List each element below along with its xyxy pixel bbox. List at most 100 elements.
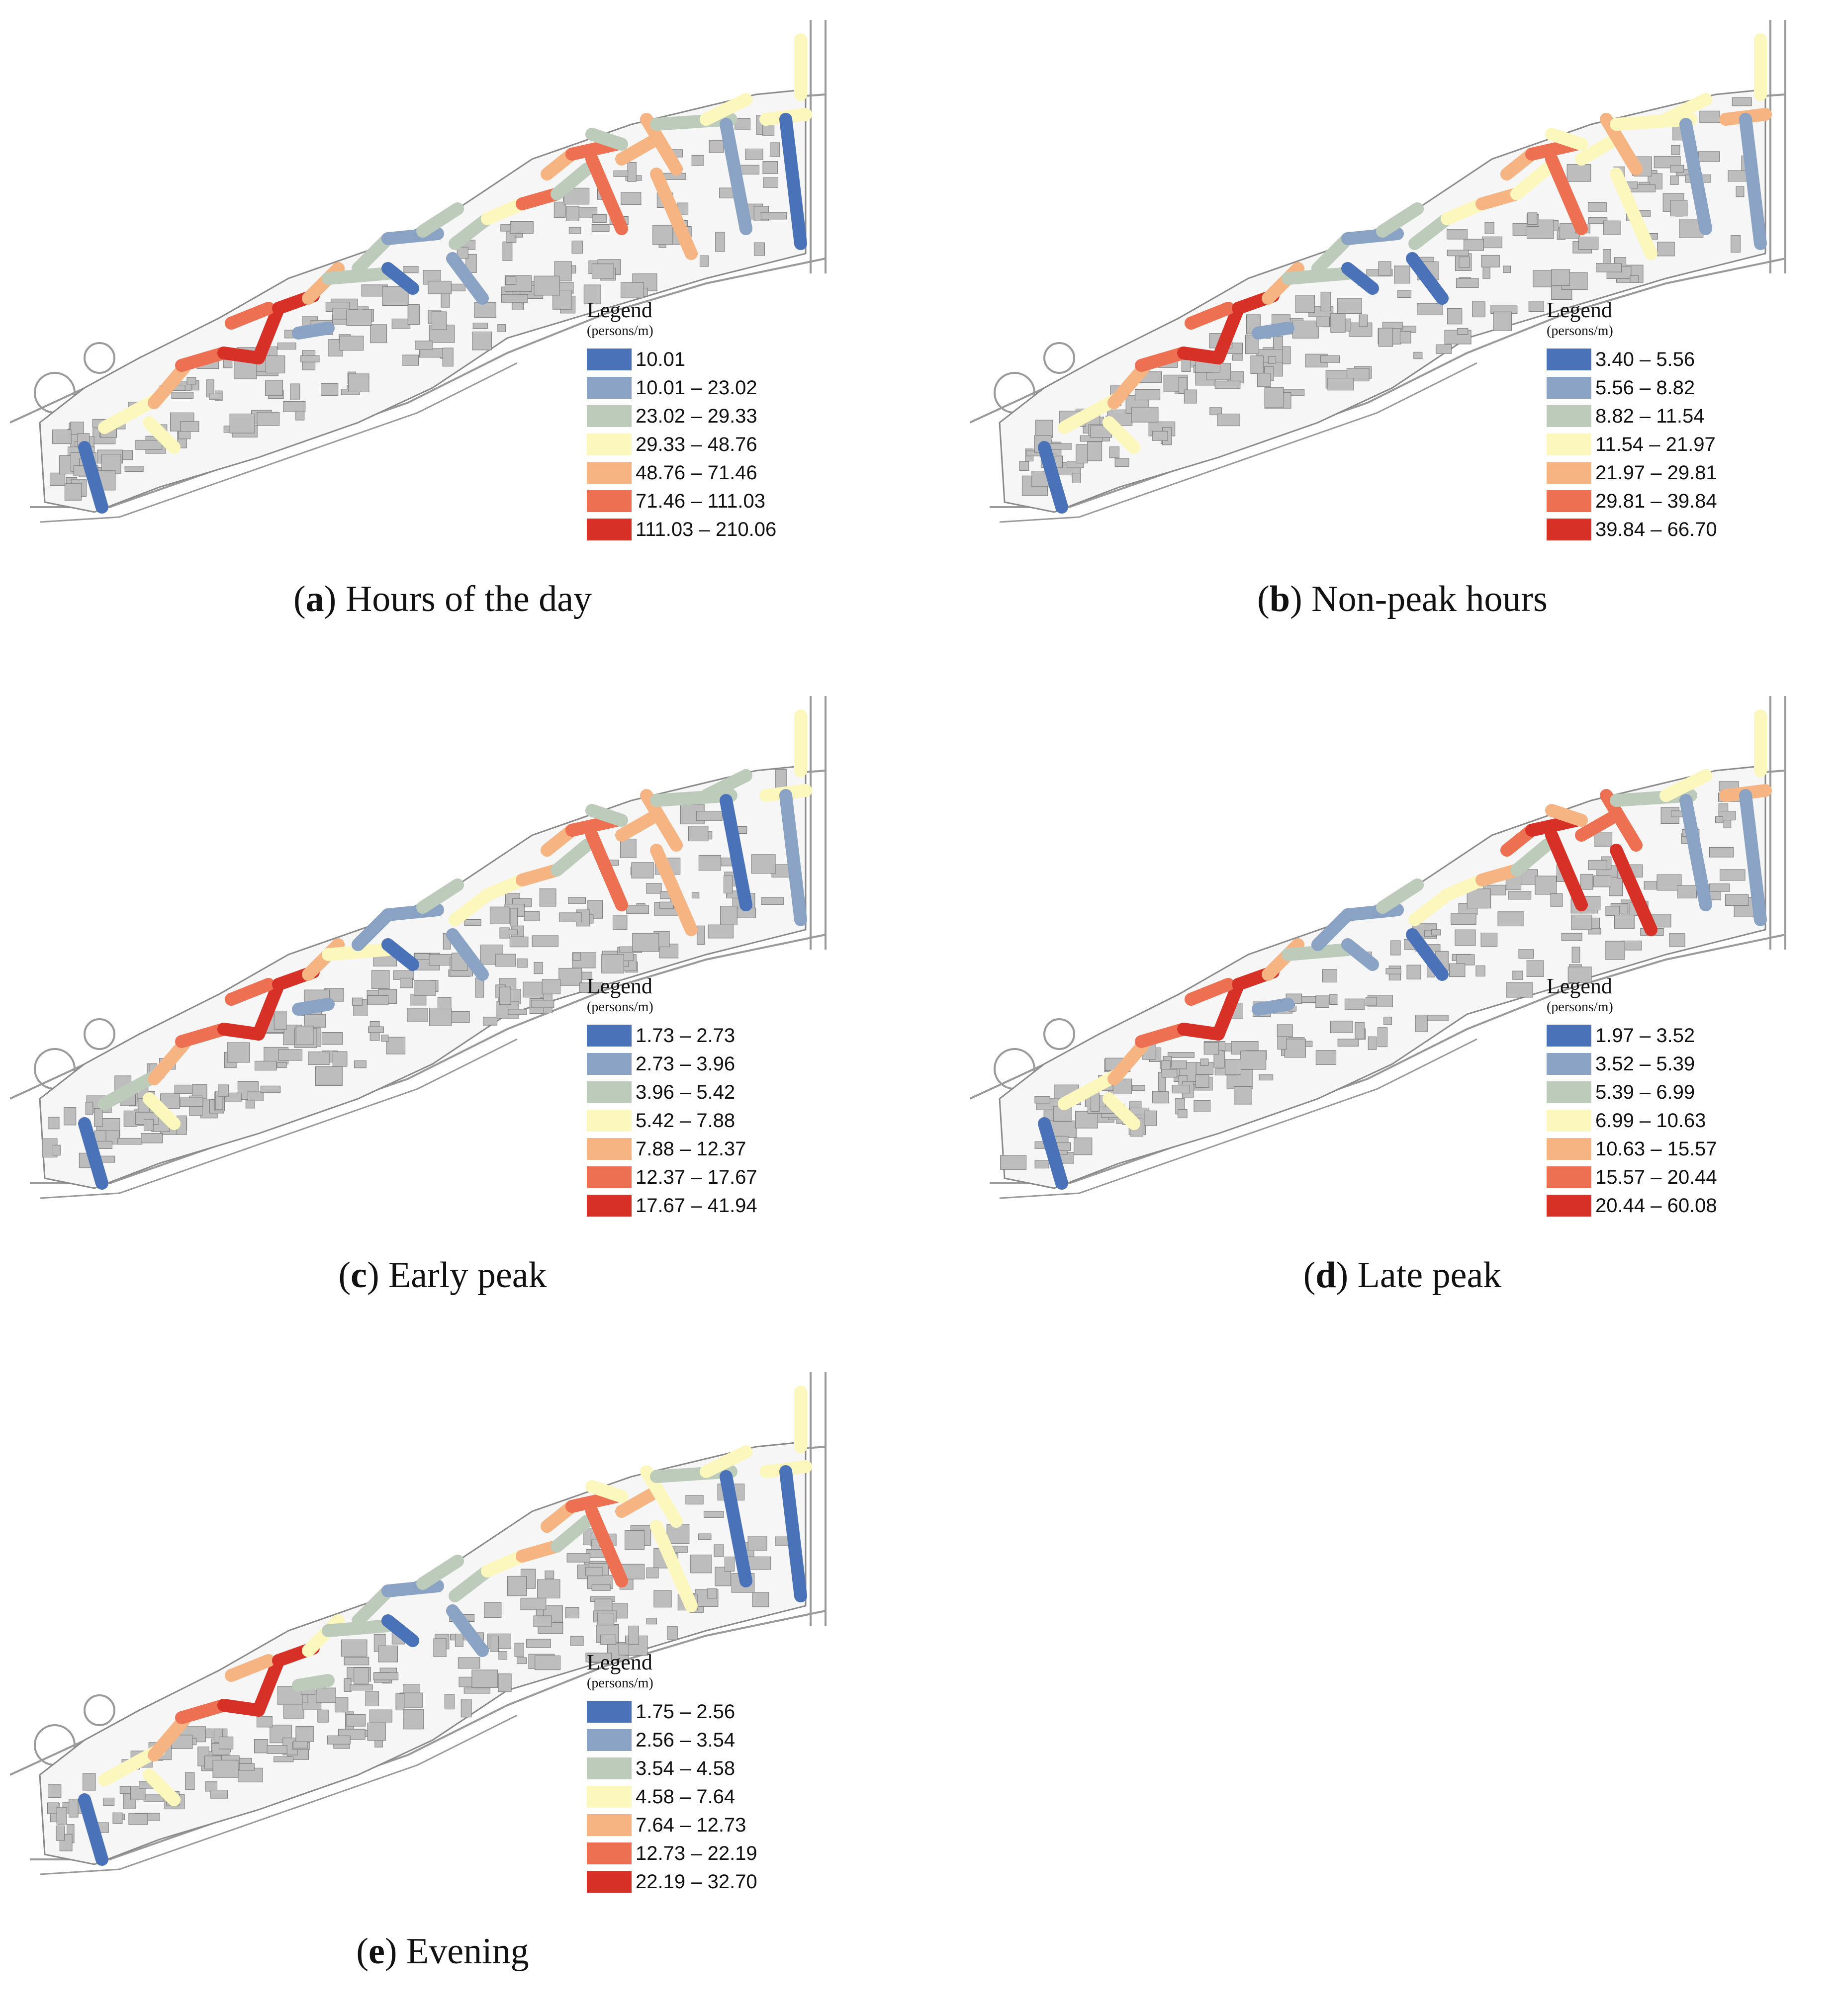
building xyxy=(335,1697,349,1713)
caption-letter: c xyxy=(351,1255,367,1296)
road-line xyxy=(30,1610,826,1860)
street-segment xyxy=(1252,998,1294,1016)
building xyxy=(144,1119,154,1131)
building xyxy=(457,247,468,259)
legend-row: 10.01 – 23.02 xyxy=(587,373,865,402)
legend-swatch xyxy=(587,433,632,455)
street-segment xyxy=(143,1092,181,1130)
building xyxy=(495,954,516,967)
building xyxy=(341,1639,368,1657)
building xyxy=(332,1051,348,1067)
building xyxy=(1144,1110,1157,1126)
building xyxy=(565,206,579,221)
legend-label: 39.84 – 66.70 xyxy=(1595,518,1717,540)
building xyxy=(52,430,72,444)
street-segment xyxy=(416,202,464,238)
caption-a: (a) Hours of the day xyxy=(293,579,592,619)
building xyxy=(444,1694,455,1710)
building xyxy=(1378,261,1391,276)
legend-label: 10.63 – 15.57 xyxy=(1595,1138,1717,1160)
street-segment xyxy=(720,1470,752,1587)
building xyxy=(704,1511,724,1518)
building xyxy=(367,1722,386,1741)
building xyxy=(1528,301,1544,312)
building xyxy=(1603,220,1621,235)
building xyxy=(332,308,349,320)
street-segment xyxy=(1679,794,1712,911)
building xyxy=(1456,954,1475,965)
street-segment xyxy=(352,1584,394,1627)
building xyxy=(1000,1155,1027,1170)
building xyxy=(1259,1074,1274,1081)
building xyxy=(613,171,629,177)
building xyxy=(1322,969,1337,982)
building xyxy=(83,1773,96,1791)
legend-label: 5.39 – 6.99 xyxy=(1595,1081,1695,1103)
building xyxy=(260,1085,281,1093)
street-segment xyxy=(1185,302,1235,330)
road-line xyxy=(30,934,826,1184)
building xyxy=(691,892,700,898)
street-segment xyxy=(175,347,230,372)
building xyxy=(1385,968,1401,974)
building xyxy=(1588,860,1607,871)
building xyxy=(1732,97,1752,106)
legend-label: 3.40 – 5.56 xyxy=(1595,348,1695,370)
building xyxy=(1588,928,1601,935)
street-segment xyxy=(381,227,444,245)
building xyxy=(708,924,734,939)
legend-swatch xyxy=(587,1729,632,1751)
building xyxy=(1337,1039,1359,1047)
building xyxy=(1327,378,1354,391)
legend-swatch xyxy=(587,1814,632,1836)
street-segment xyxy=(720,794,752,911)
building xyxy=(1359,314,1368,327)
legend-row: 48.76 – 71.46 xyxy=(587,458,865,487)
building xyxy=(238,1757,252,1764)
street-segment xyxy=(446,1604,489,1657)
street-segment xyxy=(381,903,444,921)
legend-title: Legend xyxy=(587,1650,652,1674)
legend-title: Legend xyxy=(1547,298,1612,322)
building xyxy=(761,897,784,905)
building xyxy=(1561,933,1582,941)
building xyxy=(652,225,673,245)
building xyxy=(1172,1085,1190,1094)
building xyxy=(646,1618,657,1625)
street-segment xyxy=(700,93,752,126)
legend-unit: (persons/m) xyxy=(1547,999,1613,1015)
street-segment xyxy=(416,878,464,914)
legend-label: 111.03 – 210.06 xyxy=(636,518,777,540)
building xyxy=(69,1799,79,1818)
street-segment xyxy=(1406,252,1449,305)
building xyxy=(498,1673,512,1692)
building xyxy=(1413,351,1423,359)
caption-e: (e) Evening xyxy=(356,1931,529,1972)
building xyxy=(1506,982,1533,998)
street-segment xyxy=(322,267,394,285)
building xyxy=(350,1684,373,1691)
building xyxy=(1035,420,1053,438)
street-segment xyxy=(1103,1092,1140,1130)
building xyxy=(209,393,223,400)
street-segment xyxy=(1659,93,1712,126)
building xyxy=(381,1035,389,1042)
building xyxy=(1109,446,1120,458)
street-segment xyxy=(1545,128,1588,151)
legend-label: 20.44 – 60.08 xyxy=(1595,1194,1717,1217)
building xyxy=(474,302,496,318)
building xyxy=(316,1687,336,1703)
building xyxy=(432,311,447,330)
caption-text: Early peak xyxy=(388,1255,547,1296)
legend-swatch xyxy=(587,1052,632,1075)
building xyxy=(715,232,725,252)
legend-label: 3.52 – 5.39 xyxy=(1595,1052,1695,1075)
legend-row: 39.84 – 66.70 xyxy=(1547,515,1825,543)
building xyxy=(1677,885,1697,898)
building xyxy=(631,862,654,878)
building xyxy=(352,997,363,1006)
